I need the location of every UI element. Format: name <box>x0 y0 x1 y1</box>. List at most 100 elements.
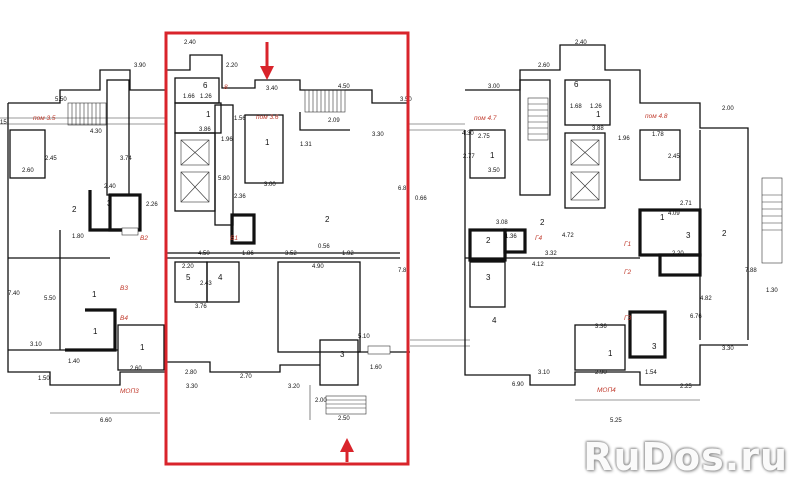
dim-r-1: 2.40 <box>575 40 587 46</box>
dim-c-7: 1.26 <box>200 94 212 100</box>
dim-r-28: 3.36 <box>595 324 607 330</box>
room-label-left-1a: 1 <box>92 290 97 299</box>
room-label-r-2b: 2 <box>486 236 491 245</box>
dim-r-23: 3.10 <box>538 370 550 376</box>
dim-c-9: 1.96 <box>221 137 233 143</box>
room-label-r-3a: 3 <box>686 231 691 240</box>
room-label-c-2: 2 <box>325 215 330 224</box>
dim-r-25: 2.25 <box>680 384 692 390</box>
room-label-c-8: 8 <box>224 84 228 91</box>
dim-c-12: 2.36 <box>234 194 246 200</box>
dim-r-12: 3.50 <box>488 168 500 174</box>
highlight-frame <box>164 31 410 466</box>
dim-c-2: 2.20 <box>226 63 238 69</box>
dim-r-10: 2.77 <box>463 154 475 160</box>
dim-r-7: 2.00 <box>722 106 734 112</box>
dim-r-5: 1.26 <box>590 104 602 110</box>
dim-left-5: 2.40 <box>104 184 116 190</box>
dim-c-17: 1.92 <box>342 251 354 257</box>
room-label-left-v3: В3 <box>120 285 128 292</box>
dim-c-3: 3.40 <box>266 86 278 92</box>
dim-r-32: 2.45 <box>668 154 680 160</box>
dim-left-11: 1.40 <box>68 359 80 365</box>
dim-r-24: 5.25 <box>610 418 622 424</box>
dim-r-13: 4.30 <box>462 131 474 137</box>
dim-r-20: 2.20 <box>672 251 684 257</box>
dim-r-27: 2.90 <box>595 370 607 376</box>
dim-r-34: 4.82 <box>700 296 712 302</box>
dim-r-33: 6.76 <box>690 314 702 320</box>
dim-c-31: 7.88 <box>398 268 410 274</box>
dim-r-31: 2.71 <box>680 201 692 207</box>
dim-left-14: 6.60 <box>100 418 112 424</box>
room-label-r-g3: Г3 <box>624 315 632 322</box>
room-label-r-g1: Г1 <box>624 241 632 248</box>
room-label-left-v2: В2 <box>140 235 148 242</box>
dim-r-8: 1.96 <box>618 136 630 142</box>
dim-c-21: 3.76 <box>195 304 207 310</box>
dim-c-10: 1.56 <box>234 116 246 122</box>
room-label-r-3c: 3 <box>652 342 657 351</box>
room-label-r-1b: 1 <box>490 151 495 160</box>
dim-r-30: 1.30 <box>766 288 778 294</box>
room-label-c-1b: 1 <box>265 138 270 147</box>
room-label-c-5: 5 <box>186 273 191 282</box>
dim-c-8: 3.86 <box>199 127 211 133</box>
dim-left-top: 5.50 <box>55 97 67 103</box>
room-label-left-1c: 1 <box>140 343 145 352</box>
room-label-r-2a: 2 <box>540 218 545 227</box>
dim-left-13: 1.50 <box>38 376 50 382</box>
room-label-r-mop4: МОП4 <box>597 387 616 394</box>
dim-left-8: 5.50 <box>44 296 56 302</box>
dim-c-34: 1.31 <box>300 142 312 148</box>
room-label-r-1a: 1 <box>596 110 601 119</box>
dim-r-16: 1.36 <box>505 234 517 240</box>
dim-c-27: 1.60 <box>370 365 382 371</box>
dim-r-9: 1.78 <box>652 132 664 138</box>
dim-c-29: 2.50 <box>338 416 350 422</box>
room-label-r-g4: Г4 <box>535 235 543 242</box>
room-label-c-pom36: пом 3.6 <box>256 114 279 121</box>
room-label-r-6: 6 <box>574 80 579 89</box>
left-block: 2 3 1 1 1 В2 В3 В4 пом 3.5 МОП3 5.50 3.9… <box>0 63 165 424</box>
room-label-c-1a: 1 <box>206 110 211 119</box>
room-label-r-4: 4 <box>492 316 497 325</box>
dim-r-19: 4.09 <box>668 211 680 217</box>
dim-left-7: 1.80 <box>72 234 84 240</box>
dim-r-3: 3.00 <box>488 84 500 90</box>
arrow-up-icon <box>340 438 354 462</box>
dim-c-25: 3.20 <box>288 384 300 390</box>
dim-c-19: 2.20 <box>182 264 194 270</box>
dim-c-23: 2.70 <box>240 374 252 380</box>
room-label-left-1b: 1 <box>93 327 98 336</box>
dim-r-15: 3.08 <box>496 220 508 226</box>
dim-c-20: 2.43 <box>200 281 212 287</box>
room-label-left-2: 2 <box>72 205 77 214</box>
dim-r-14: 4.72 <box>562 233 574 239</box>
dim-c-35: 3.00 <box>264 182 276 188</box>
dim-left-3: 2.60 <box>22 168 34 174</box>
dim-left-10: 3.10 <box>30 342 42 348</box>
room-label-left-v4: В4 <box>120 315 128 322</box>
dim-r-17: 3.32 <box>545 251 557 257</box>
dim-left-4: 3.74 <box>120 156 132 162</box>
dim-c-32: 3.30 <box>372 132 384 138</box>
dim-r-4: 1.68 <box>570 104 582 110</box>
dim-r-6: 3.88 <box>592 126 604 132</box>
room-label-c-4: 4 <box>218 273 223 282</box>
room-label-left-mop3: МОП3 <box>120 388 139 395</box>
dim-r-11: 2.75 <box>478 134 490 140</box>
dim-left-6: 2.26 <box>146 202 158 208</box>
dim-left-2: 2.45 <box>45 156 57 162</box>
dim-c-30: 6.82 <box>398 186 410 192</box>
dim-c-15: 3.52 <box>285 251 297 257</box>
room-label-r-2c: 2 <box>722 229 727 238</box>
dim-left-15: 15 <box>0 120 7 126</box>
dim-left-9: 7.40 <box>8 291 20 297</box>
dim-left-12: 2.60 <box>130 366 142 372</box>
dim-r-21: 3.30 <box>722 346 734 352</box>
room-label-r-1c: 1 <box>608 349 613 358</box>
dim-c-16: 0.56 <box>318 244 330 250</box>
dim-r-22: 6.90 <box>512 382 524 388</box>
